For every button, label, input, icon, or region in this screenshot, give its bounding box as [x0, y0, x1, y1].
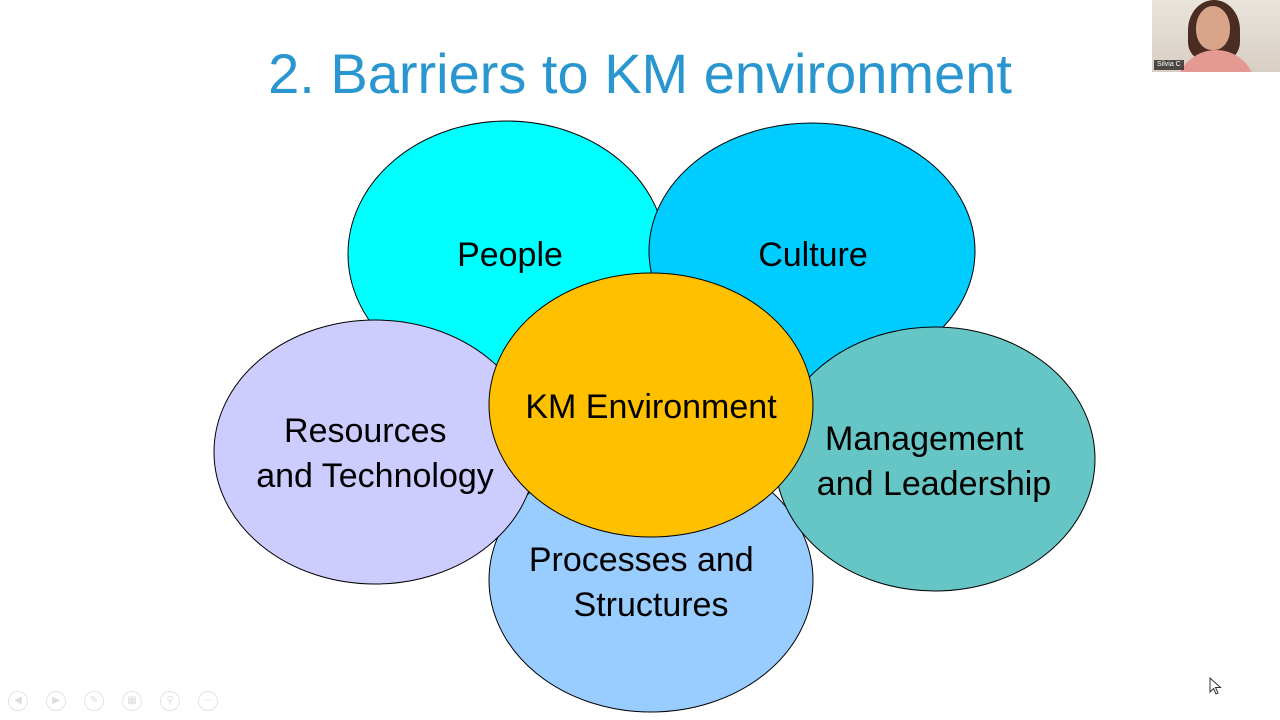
- webcam-name-label: Silvia C: [1154, 60, 1184, 70]
- node-resources-label: Resources and Technology: [256, 412, 494, 495]
- node-resources: Resources and Technology: [213, 319, 537, 585]
- node-processes-line-1: Processes and: [529, 541, 754, 579]
- node-people-label: People: [457, 236, 563, 274]
- node-management-shape: [774, 326, 1096, 592]
- node-processes-line-2: Structures: [574, 586, 729, 624]
- node-center-label: KM Environment: [525, 388, 777, 426]
- node-resources-line-2: and Technology: [256, 457, 494, 495]
- node-management-line-2: and Leadership: [817, 465, 1051, 503]
- node-processes-label: Processes and Structures: [529, 541, 763, 624]
- node-culture-label: Culture: [758, 236, 868, 274]
- pen-icon[interactable]: ✎: [84, 691, 104, 711]
- slide-title: 2. Barriers to KM environment: [268, 42, 1012, 105]
- node-people-line-1: People: [457, 236, 563, 274]
- node-management: Management and Leadership: [774, 326, 1096, 592]
- mouse-cursor-icon: [1209, 677, 1222, 695]
- presenter-body: [1176, 50, 1256, 72]
- node-management-label: Management and Leadership: [817, 420, 1051, 503]
- node-management-line-1: Management: [825, 420, 1024, 458]
- webcam-thumbnail[interactable]: Silvia C: [1152, 0, 1280, 72]
- zoom-icon[interactable]: ⚲: [160, 691, 180, 711]
- next-icon[interactable]: ▶: [46, 691, 66, 711]
- presenter-face: [1196, 6, 1230, 50]
- slideshow-toolbar: ◀ ▶ ✎ ▦ ⚲ ⋯: [8, 690, 218, 712]
- slides-icon[interactable]: ▦: [122, 691, 142, 711]
- node-center-line-1: KM Environment: [525, 388, 777, 426]
- node-culture-line-1: Culture: [758, 236, 868, 274]
- node-resources-line-1: Resources: [284, 412, 447, 450]
- node-resources-shape: [213, 319, 537, 585]
- node-center-shape: [488, 272, 814, 538]
- more-icon[interactable]: ⋯: [198, 691, 218, 711]
- node-center: KM Environment: [488, 272, 814, 538]
- prev-icon[interactable]: ◀: [8, 691, 28, 711]
